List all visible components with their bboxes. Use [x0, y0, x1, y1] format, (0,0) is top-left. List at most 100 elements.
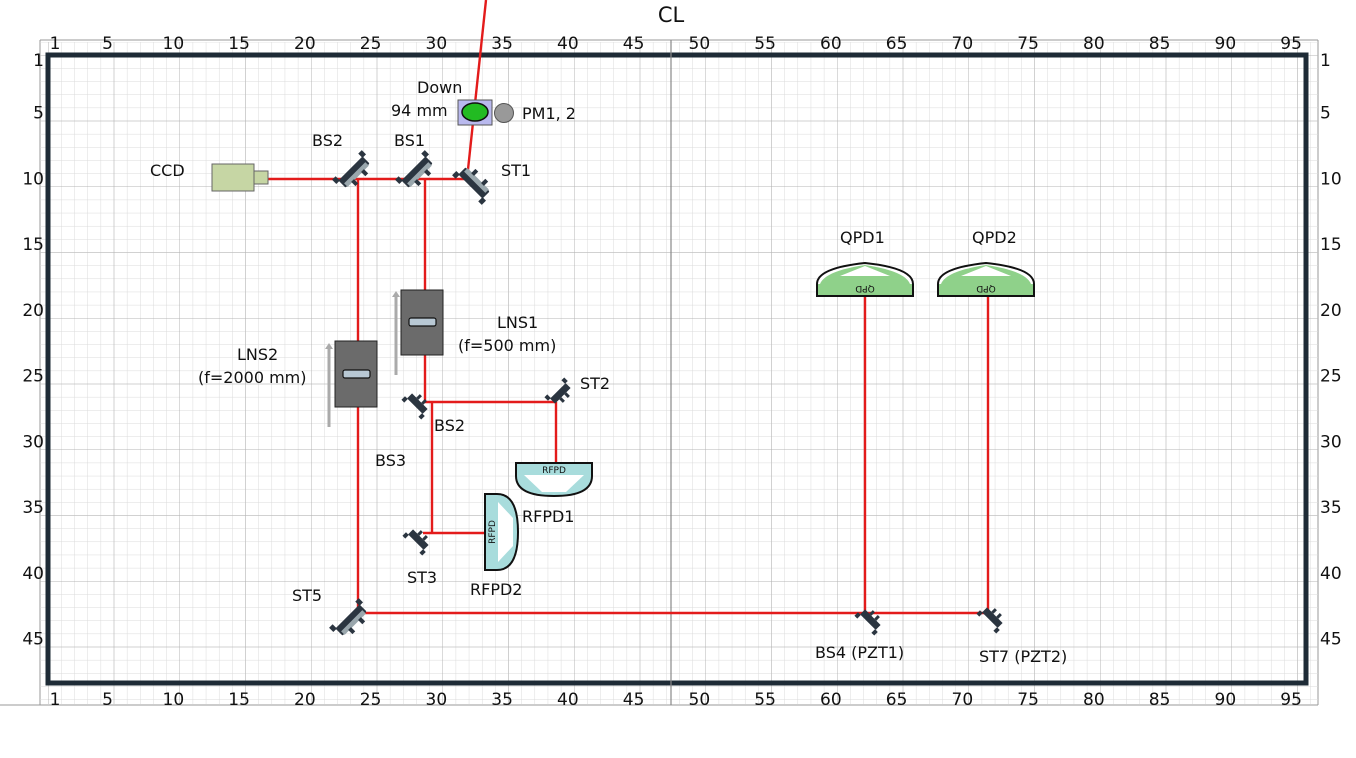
y-tick-left-40: 40	[22, 564, 44, 584]
label-st2: ST2	[580, 374, 610, 393]
y-tick-left-15: 15	[22, 235, 44, 255]
qpd2-detector: QPD	[937, 261, 1035, 297]
label-lns1-focal: (f=500 mm)	[458, 336, 556, 355]
y-tick-right-5: 5	[1320, 104, 1331, 124]
lns1-lens-mount	[392, 289, 444, 375]
ccd-body	[211, 163, 255, 192]
label-ccd: CCD	[150, 161, 185, 180]
label-bs3: BS3	[375, 451, 406, 470]
major-grid	[40, 42, 1318, 704]
pm-sensor-disk	[461, 102, 489, 122]
x-tick-bottom-40: 40	[557, 690, 579, 710]
lns2-lens-mount	[325, 340, 378, 427]
x-tick-bottom-35: 35	[491, 690, 513, 710]
qpd1-detector: QPD	[816, 261, 914, 297]
y-tick-right-35: 35	[1320, 498, 1342, 518]
y-tick-right-15: 15	[1320, 235, 1342, 255]
y-tick-right-1: 1	[1320, 51, 1331, 71]
rfpd2-detector: RFPD	[484, 493, 520, 571]
label-down: Down	[417, 78, 462, 97]
label-rfpd1: RFPD1	[522, 507, 574, 526]
rfpd1-face-label: RFPD	[542, 466, 566, 476]
x-tick-bottom-85: 85	[1149, 690, 1171, 710]
y-tick-left-30: 30	[22, 432, 44, 452]
rfpd2-face-label: RFPD	[488, 520, 498, 544]
x-tick-top-60: 60	[820, 34, 842, 54]
x-tick-bottom-30: 30	[426, 690, 448, 710]
label-lns2: LNS2	[237, 345, 278, 364]
x-tick-top-50: 50	[689, 34, 711, 54]
ccd-camera	[211, 163, 269, 192]
x-tick-top-55: 55	[754, 34, 776, 54]
label-bs2-mid: BS2	[434, 416, 465, 435]
x-tick-top-35: 35	[491, 34, 513, 54]
y-tick-left-35: 35	[22, 498, 44, 518]
x-tick-top-30: 30	[426, 34, 448, 54]
label-qpd1: QPD1	[840, 228, 885, 247]
y-tick-right-30: 30	[1320, 432, 1342, 452]
laser-beam-paths	[268, 0, 990, 615]
x-tick-bottom-25: 25	[360, 690, 382, 710]
x-tick-top-85: 85	[1149, 34, 1171, 54]
x-tick-bottom-15: 15	[228, 690, 250, 710]
x-tick-top-65: 65	[886, 34, 908, 54]
beam-input	[465, 0, 488, 180]
x-tick-top-90: 90	[1215, 34, 1237, 54]
x-tick-top-5: 5	[102, 34, 113, 54]
x-tick-top-80: 80	[1083, 34, 1105, 54]
x-tick-bottom-10: 10	[163, 690, 185, 710]
x-tick-top-15: 15	[228, 34, 250, 54]
optical-table-border	[45, 52, 1309, 686]
rfpd1-detector: RFPD	[515, 462, 593, 498]
x-tick-bottom-80: 80	[1083, 690, 1105, 710]
x-tick-top-1: 1	[50, 34, 61, 54]
x-tick-top-70: 70	[952, 34, 974, 54]
y-tick-left-20: 20	[22, 301, 44, 321]
y-tick-right-25: 25	[1320, 367, 1342, 387]
x-tick-bottom-20: 20	[294, 690, 316, 710]
y-tick-right-40: 40	[1320, 564, 1342, 584]
x-tick-top-95: 95	[1280, 34, 1302, 54]
pm-head	[494, 103, 514, 123]
x-tick-top-20: 20	[294, 34, 316, 54]
y-tick-right-10: 10	[1320, 169, 1342, 189]
y-tick-left-1: 1	[33, 51, 44, 71]
x-tick-bottom-1: 1	[50, 690, 61, 710]
label-bs4: BS4 (PZT1)	[815, 643, 904, 662]
y-tick-left-25: 25	[22, 367, 44, 387]
label-st5: ST5	[292, 586, 322, 605]
x-tick-bottom-75: 75	[1017, 690, 1039, 710]
label-down-distance: 94 mm	[391, 101, 448, 120]
label-lns2-focal: (f=2000 mm)	[198, 368, 307, 387]
qpd1-face-label: QPD	[855, 283, 875, 293]
label-st7: ST7 (PZT2)	[979, 647, 1067, 666]
label-bs1: BS1	[394, 131, 425, 150]
qpd2-face-label: QPD	[976, 283, 996, 293]
label-pm: PM1, 2	[522, 104, 576, 123]
x-tick-bottom-95: 95	[1280, 690, 1302, 710]
x-tick-bottom-50: 50	[689, 690, 711, 710]
x-tick-bottom-60: 60	[820, 690, 842, 710]
x-tick-bottom-45: 45	[623, 690, 645, 710]
ccd-lens	[253, 170, 269, 185]
y-tick-right-20: 20	[1320, 301, 1342, 321]
x-tick-top-10: 10	[163, 34, 185, 54]
label-rfpd2: RFPD2	[470, 580, 522, 599]
label-bs2-top: BS2	[312, 131, 343, 150]
y-tick-right-45: 45	[1320, 630, 1342, 650]
label-st3: ST3	[407, 568, 437, 587]
label-st1: ST1	[501, 161, 531, 180]
x-tick-bottom-55: 55	[754, 690, 776, 710]
y-tick-left-5: 5	[33, 104, 44, 124]
centerline-label: CL	[658, 3, 685, 27]
x-tick-top-40: 40	[557, 34, 579, 54]
label-qpd2: QPD2	[972, 228, 1017, 247]
x-tick-top-45: 45	[623, 34, 645, 54]
x-tick-bottom-65: 65	[886, 690, 908, 710]
x-tick-bottom-90: 90	[1215, 690, 1237, 710]
